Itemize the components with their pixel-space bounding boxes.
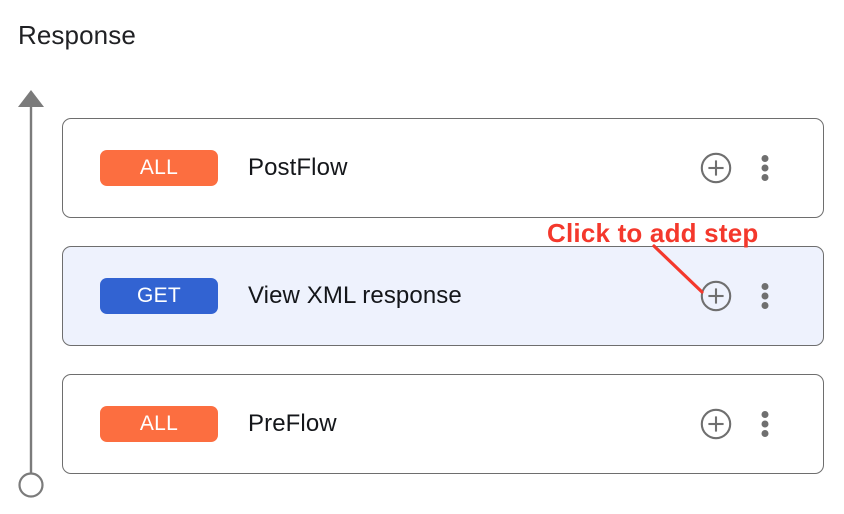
circle-endpoint-icon	[18, 472, 44, 498]
flow-card-view-xml-response[interactable]: GET View XML response	[62, 246, 824, 346]
flow-card-label: View XML response	[248, 282, 462, 309]
flow-card-postflow[interactable]: ALL PostFlow	[62, 118, 824, 218]
card-actions	[700, 280, 778, 312]
add-circle-icon[interactable]	[700, 280, 732, 312]
more-vertical-icon[interactable]	[752, 408, 778, 440]
more-vertical-icon[interactable]	[752, 152, 778, 184]
add-circle-icon[interactable]	[700, 152, 732, 184]
page-title: Response	[18, 20, 136, 50]
method-badge-all: ALL	[100, 150, 218, 186]
method-badge-get: GET	[100, 278, 218, 314]
method-badge-all: ALL	[100, 406, 218, 442]
flow-card-preflow[interactable]: ALL PreFlow	[62, 374, 824, 474]
annotation-label-click-to-add-step: Click to add step	[547, 218, 759, 248]
flow-card-label: PostFlow	[248, 154, 348, 181]
flow-card-label: PreFlow	[248, 410, 337, 437]
more-vertical-icon[interactable]	[752, 280, 778, 312]
flow-direction-axis	[10, 88, 52, 500]
add-circle-icon[interactable]	[700, 408, 732, 440]
card-actions	[700, 408, 778, 440]
flow-card-stack: ALL PostFlow GET View XML response	[62, 118, 824, 474]
up-arrow-icon	[18, 90, 44, 473]
card-actions	[700, 152, 778, 184]
